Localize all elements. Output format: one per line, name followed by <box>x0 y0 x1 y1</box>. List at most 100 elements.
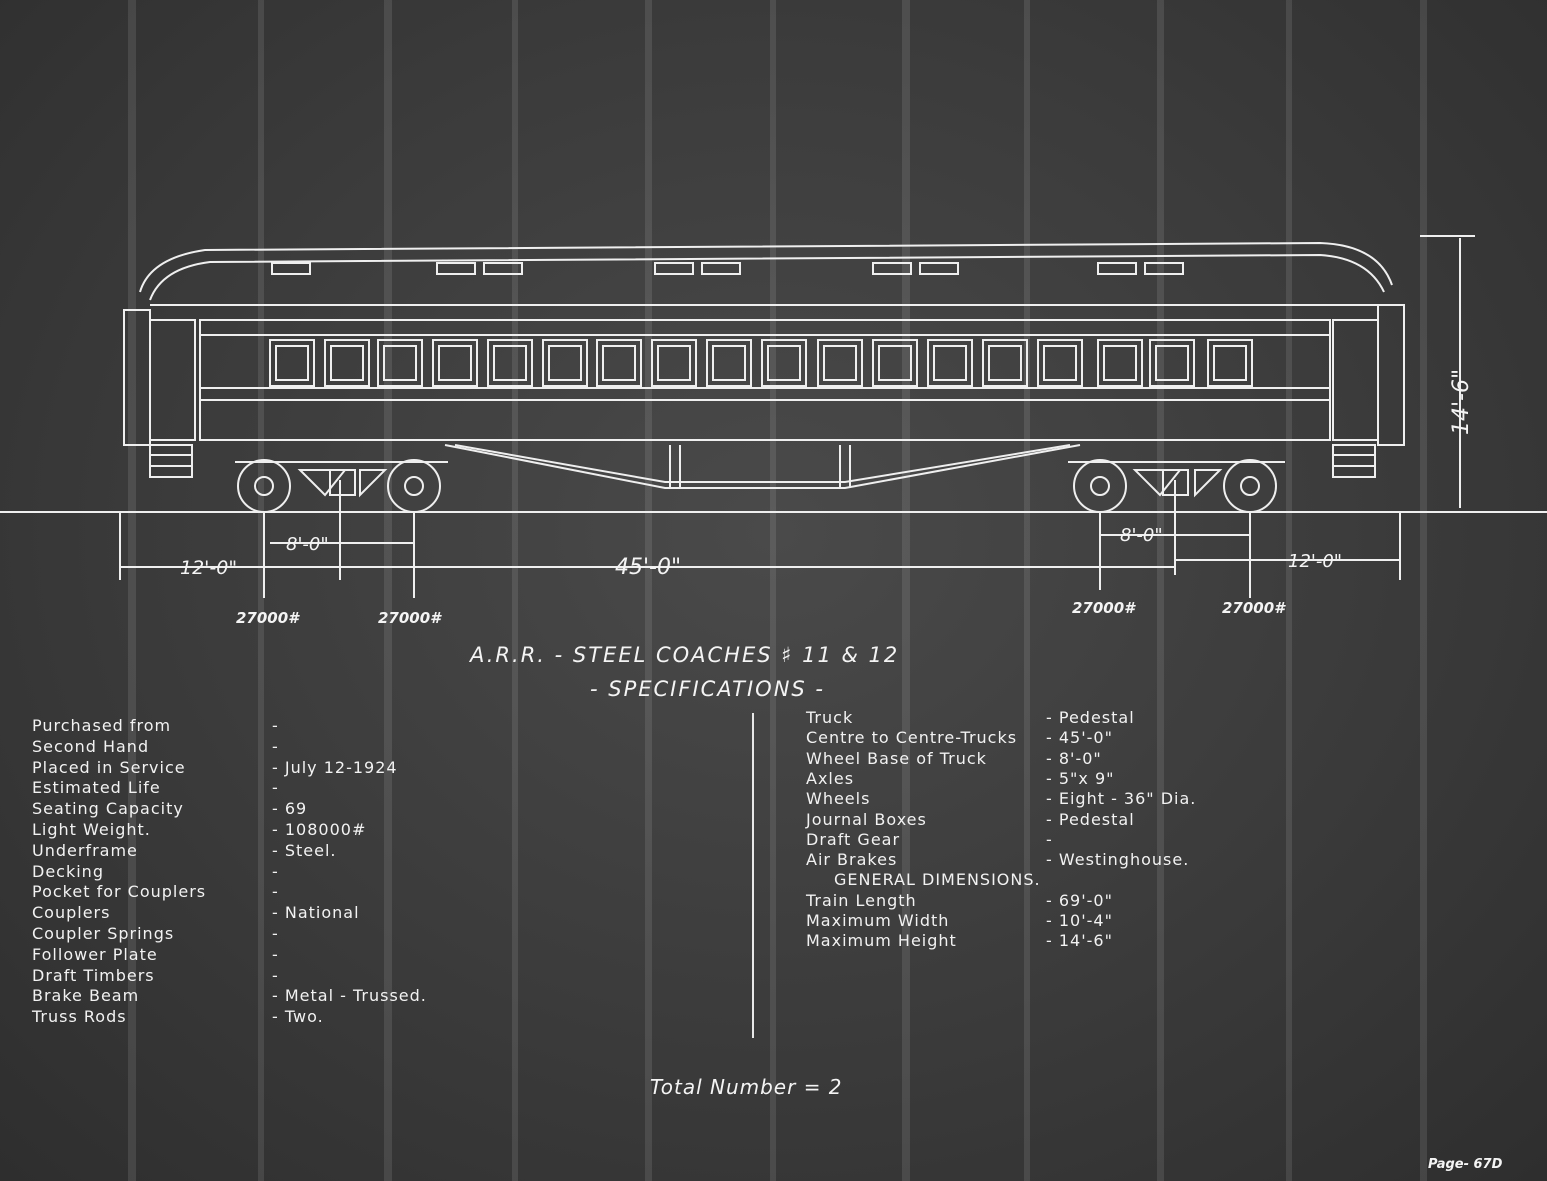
spec-value: - July 12-1924 <box>272 757 398 777</box>
truck-right <box>1068 459 1285 513</box>
axle-load-2: 27000# <box>378 609 442 627</box>
window <box>982 339 1028 387</box>
spec-label: Coupler Springs <box>32 924 175 943</box>
window-sash <box>275 345 309 381</box>
spec-value: - 69'-0" <box>1046 890 1113 910</box>
window <box>596 339 642 387</box>
window-sash <box>1213 345 1247 381</box>
spec-label: Light Weight. <box>32 820 151 839</box>
streak <box>902 0 910 1181</box>
spec-label: Decking <box>32 861 104 881</box>
spec-value: - National <box>272 903 360 923</box>
truss-rod <box>444 444 1081 489</box>
window-sash <box>878 345 912 381</box>
window-sash <box>548 345 582 381</box>
spec-label: Truck <box>806 708 854 727</box>
axle-load-3: 27000# <box>1072 599 1136 617</box>
spec-value: - Westinghouse. <box>1046 850 1190 870</box>
spec-value: - 69 <box>272 799 308 819</box>
streak <box>384 0 392 1181</box>
spec-value: - 108000# <box>272 820 367 839</box>
vestibule-left <box>149 319 196 441</box>
streak <box>258 0 264 1181</box>
clerestory-window <box>919 262 959 275</box>
window-sash <box>1155 345 1189 381</box>
spec-value: - <box>272 778 279 798</box>
spec-label: Air Brakes <box>806 850 898 870</box>
window-row <box>269 339 1253 387</box>
axle-load-1: 27000# <box>236 609 300 627</box>
roof-outline <box>139 241 1393 293</box>
spec-label: Underframe <box>32 840 138 860</box>
spec-value: - <box>272 965 279 985</box>
drawing-subtitle: - SPECIFICATIONS - <box>590 677 825 701</box>
roof-inner-line <box>149 253 1385 301</box>
drawing-title: A.R.R. - STEEL COACHES ♯ 11 & 12 <box>470 643 900 667</box>
spec-value: - Steel. <box>272 840 337 860</box>
window <box>324 339 370 387</box>
dim-truck-centers: 45'-0" <box>615 555 681 580</box>
spec-value: - 8'-0" <box>1046 748 1102 768</box>
window <box>1097 339 1143 387</box>
window <box>651 339 697 387</box>
window <box>432 339 478 387</box>
spec-label: Truss Rods <box>32 1007 127 1027</box>
truck-left <box>235 459 448 513</box>
clerestory-window <box>1144 262 1184 275</box>
window-sash <box>438 345 472 381</box>
spec-value: - 10'-4" <box>1046 911 1113 930</box>
window-sash <box>1103 345 1137 381</box>
streak <box>770 0 776 1181</box>
spec-label: Draft Gear <box>806 829 901 849</box>
streak <box>128 0 136 1181</box>
window <box>377 339 423 387</box>
spec-label: Brake Beam <box>32 986 140 1006</box>
spec-label: Couplers <box>32 903 111 923</box>
step-right <box>1332 444 1376 478</box>
window <box>487 339 533 387</box>
spec-value: - <box>272 924 279 943</box>
window <box>706 339 752 387</box>
spec-label: Maximum Width <box>806 911 950 930</box>
spec-value: - 5"x 9" <box>1046 768 1115 788</box>
clerestory-window <box>872 262 912 275</box>
streak <box>1157 0 1164 1181</box>
spec-value: - <box>272 944 279 964</box>
axle-load-4: 27000# <box>1222 599 1286 617</box>
spec-value: - <box>272 716 279 735</box>
page-number: Page- 67D <box>1428 1157 1503 1172</box>
spec-label: Placed in Service <box>32 757 186 777</box>
window-sash <box>933 345 967 381</box>
spec-value: - <box>272 736 279 756</box>
window-sash <box>823 345 857 381</box>
spec-label: Second Hand <box>32 736 150 756</box>
spec-value: - Eight - 36" Dia. <box>1046 789 1197 809</box>
spec-value: - <box>1046 829 1053 849</box>
spec-label: Follower Plate <box>32 944 158 964</box>
clerestory-window <box>654 262 694 275</box>
column-divider <box>752 713 754 1038</box>
dim-wheelbase-left: 8'-0" <box>286 534 329 555</box>
streak <box>1286 0 1292 1181</box>
spec-label: Centre to Centre-Trucks <box>806 728 1018 748</box>
clerestory-window <box>701 262 741 275</box>
window-sash <box>657 345 691 381</box>
spec-label: Axles <box>806 768 855 788</box>
window-sash <box>493 345 527 381</box>
spec-value: - Pedestal <box>1046 809 1135 829</box>
spec-value: - 14'-6" <box>1046 931 1113 951</box>
total-number: Total Number = 2 <box>650 1075 843 1099</box>
spec-label: Estimated Life <box>32 778 161 798</box>
spec-label: Journal Boxes <box>806 809 927 829</box>
end-left <box>123 309 151 446</box>
spec-label: Wheels <box>806 789 871 809</box>
spec-label: Draft Timbers <box>32 965 155 985</box>
clerestory-window <box>1097 262 1137 275</box>
spec-label: Purchased from <box>32 716 172 735</box>
dim-left-overhang: 12'-0" <box>180 557 237 579</box>
end-right <box>1377 304 1405 446</box>
spec-label: Pocket for Couplers <box>32 882 207 902</box>
streak <box>645 0 652 1181</box>
